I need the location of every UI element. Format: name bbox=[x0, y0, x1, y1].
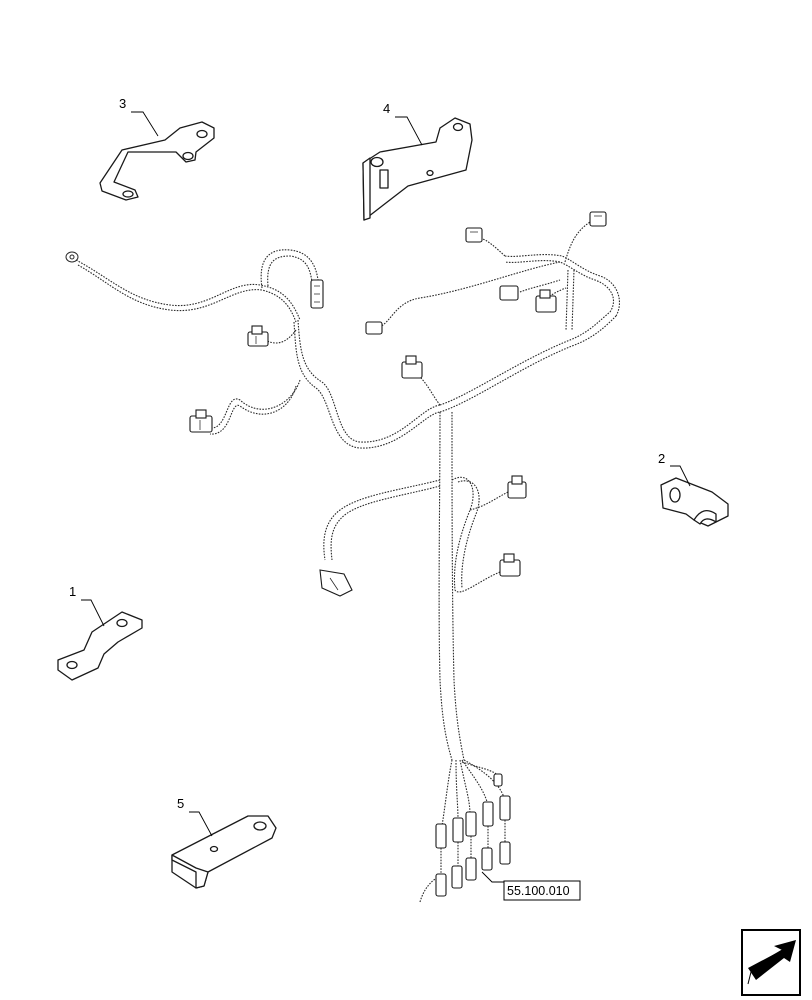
connector bbox=[589, 211, 607, 227]
svg-text:1: 1 bbox=[69, 584, 76, 599]
connector bbox=[319, 569, 353, 597]
connector bbox=[365, 321, 383, 335]
callout-5: 5 bbox=[177, 796, 213, 837]
bracket-part-1 bbox=[57, 611, 143, 681]
bracket-part-2 bbox=[660, 477, 729, 527]
wiring-harness bbox=[65, 221, 620, 827]
arrow-next-page-icon[interactable] bbox=[741, 929, 801, 996]
svg-text:4: 4 bbox=[383, 101, 390, 116]
callout-1: 1 bbox=[69, 584, 105, 627]
bracket-part-5 bbox=[171, 815, 277, 889]
svg-text:5: 5 bbox=[177, 796, 184, 811]
callout-2: 2 bbox=[658, 451, 691, 487]
callout-3: 3 bbox=[119, 96, 159, 137]
bracket-part-4 bbox=[362, 117, 473, 221]
connector bbox=[310, 279, 324, 309]
connector bbox=[535, 289, 557, 313]
connector bbox=[499, 553, 521, 577]
mating-terminals bbox=[419, 820, 511, 903]
connector bbox=[465, 227, 483, 243]
reference-link-55-100-010[interactable]: 55.100.010 bbox=[481, 871, 581, 901]
svg-text:3: 3 bbox=[119, 96, 126, 111]
connector bbox=[507, 475, 527, 499]
svg-text:2: 2 bbox=[658, 451, 665, 466]
terminal-sleeves bbox=[435, 773, 511, 849]
harness-connectors bbox=[189, 211, 607, 903]
connector bbox=[189, 409, 213, 433]
bracket-part-3 bbox=[99, 121, 215, 201]
svg-text:55.100.010: 55.100.010 bbox=[507, 884, 570, 898]
connector bbox=[401, 355, 423, 379]
connector bbox=[247, 325, 269, 347]
connector bbox=[499, 285, 519, 301]
callout-4: 4 bbox=[383, 101, 423, 146]
